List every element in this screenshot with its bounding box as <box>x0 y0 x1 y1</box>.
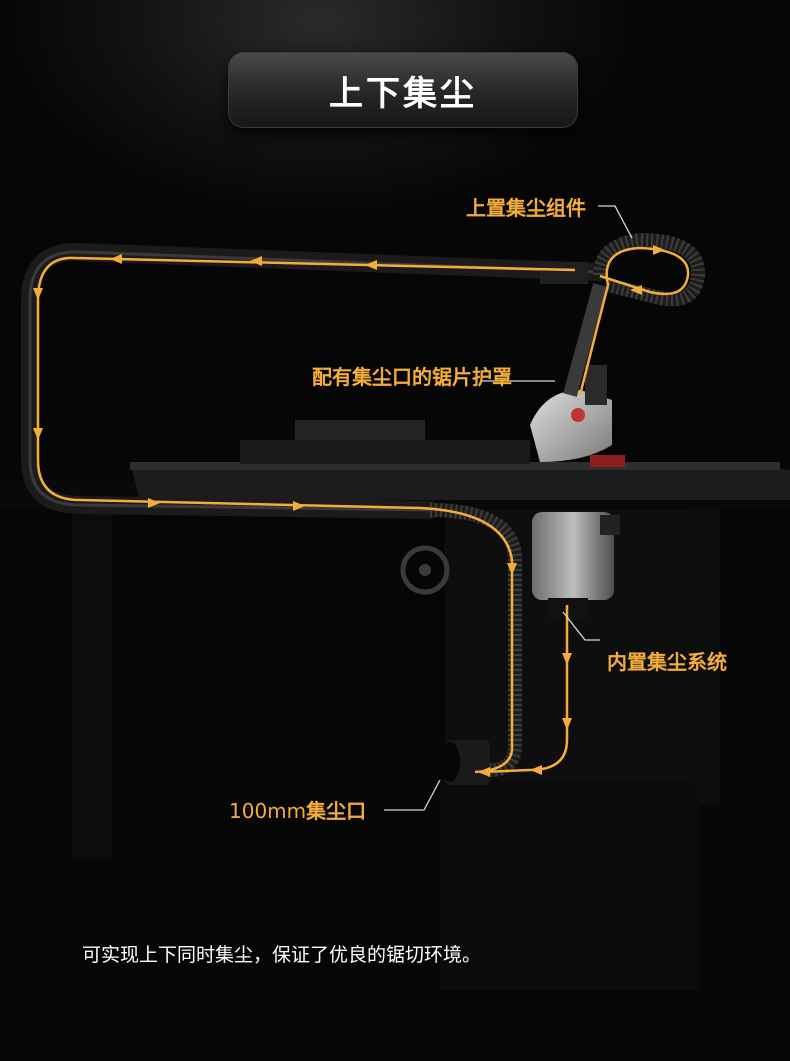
airflow-hose-loop <box>578 246 690 396</box>
arrow-icon <box>530 765 542 775</box>
callout-line-inner <box>562 611 600 641</box>
arrow-icon <box>562 653 572 665</box>
arrow-icon <box>653 245 665 255</box>
port-name: 集尘口 <box>306 799 367 823</box>
arrow-icon <box>33 428 43 440</box>
callout-line-port <box>384 779 441 811</box>
arrow-icon <box>562 718 572 730</box>
airflow-down-hose <box>419 506 514 774</box>
table-top <box>130 420 790 500</box>
label-top-assembly: 上置集尘组件 <box>466 196 586 220</box>
overhead-dust-pipe <box>21 242 609 519</box>
arrow-icon <box>630 285 642 295</box>
callout-line-top <box>598 205 633 239</box>
flexible-hose <box>429 232 705 777</box>
blade-guard <box>530 283 612 462</box>
label-dust-port: 100mm集尘口 <box>229 795 366 824</box>
arrow-icon <box>33 288 43 300</box>
label-blade-guard: 配有集尘口的锯片护罩 <box>312 365 512 389</box>
dust-port <box>440 740 490 785</box>
airflow-overhead <box>36 256 576 510</box>
arrow-markers <box>33 245 665 777</box>
handwheel-icon <box>400 545 450 595</box>
port-size: 100mm <box>229 799 307 823</box>
arrow-icon <box>250 256 262 266</box>
page-title: 上下集尘 <box>329 73 477 114</box>
arrow-icon <box>148 498 160 508</box>
title-banner: 上下集尘 <box>228 52 578 128</box>
arrow-icon <box>110 254 122 264</box>
caption-text: 可实现上下同时集尘，保证了优良的锯切环境。 <box>82 944 482 966</box>
callout-lines <box>384 205 633 811</box>
label-inner-system: 内置集尘系统 <box>607 650 727 674</box>
saw-cabinet <box>0 480 790 990</box>
arrow-icon <box>478 767 490 777</box>
arrow-icon <box>365 260 377 270</box>
arrow-icon <box>507 563 517 575</box>
arrow-icon <box>293 501 305 511</box>
